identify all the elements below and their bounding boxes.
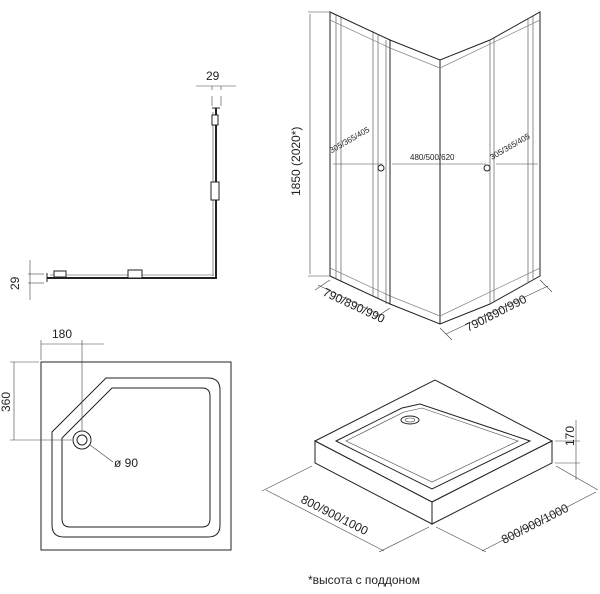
corner-x-label: 180 xyxy=(52,327,72,341)
enclosure-height-label: 1850 (2020*) xyxy=(289,127,303,196)
footnote: *высота с поддоном xyxy=(308,573,420,587)
drain-diameter-label: ø 90 xyxy=(114,456,138,470)
tray-plan: ø 90 180 360 xyxy=(0,327,232,551)
tray-height-label: 170 xyxy=(563,426,577,446)
door-width-center-label: 480/500/620 xyxy=(410,153,455,162)
top-view-side-label: 29 xyxy=(8,276,22,290)
corner-y-label: 360 xyxy=(0,392,13,412)
top-view-depth-label: 29 xyxy=(206,69,220,83)
tray-side-left-label: 800/900/1000 xyxy=(299,492,371,538)
tray-side-right-label: 800/900/1000 xyxy=(499,501,571,547)
tray-iso: 170 800/900/1000 800/900/1000 xyxy=(261,379,599,553)
top-view: 29 29 xyxy=(8,69,236,300)
enclosure-view: 305/365/405 480/500/620 305/365/405 1850… xyxy=(289,11,553,341)
